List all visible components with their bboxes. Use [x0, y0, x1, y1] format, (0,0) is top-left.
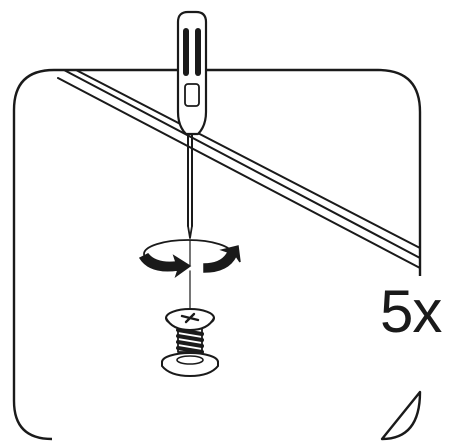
- panel-edge: [57, 69, 421, 269]
- quantity-label: 5x: [380, 276, 456, 348]
- screwdriver-icon: [176, 10, 208, 309]
- frame: [12, 68, 422, 441]
- rotate-clockwise-icon: [138, 237, 241, 278]
- phillips-screw-icon: [161, 308, 219, 377]
